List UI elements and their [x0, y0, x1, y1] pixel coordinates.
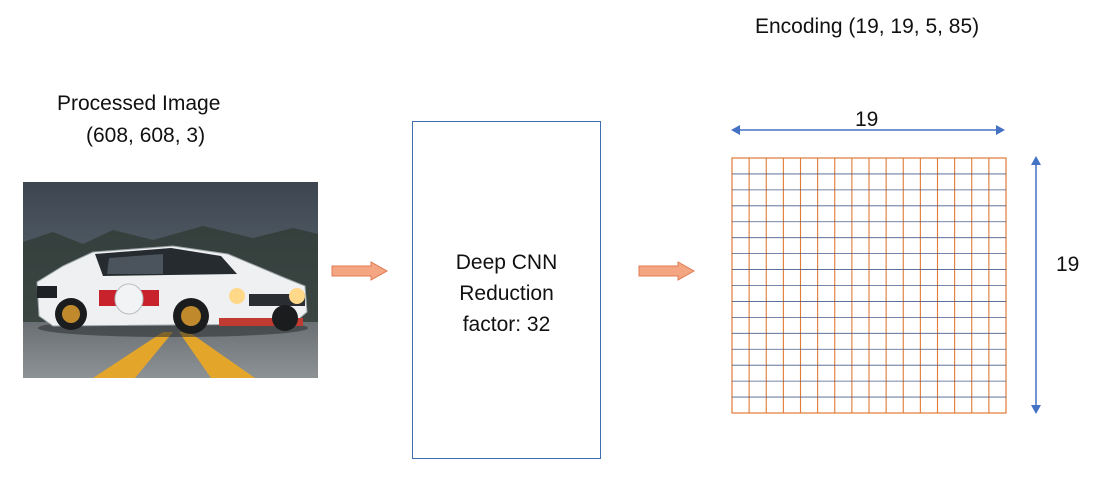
processed-image-shape-label: (608, 608, 3) [86, 124, 206, 147]
block-arrow-right-icon [331, 261, 389, 281]
cnn-line-3: factor: 32 [462, 313, 551, 336]
arrow-shape [331, 261, 389, 281]
encoding-grid [731, 157, 1007, 414]
processed-image-label: Processed Image [57, 92, 221, 115]
processed-image [23, 182, 318, 378]
height-dimension-label: 19 [1056, 253, 1080, 276]
arrow-shape [638, 261, 696, 281]
race-car-photo-icon [23, 182, 318, 378]
width-dimension-arrow-icon [731, 125, 1005, 135]
encoding-title: Encoding (19, 19, 5, 85) [755, 15, 980, 38]
cnn-line-2: Reduction [459, 282, 554, 305]
deep-cnn-text: Deep CNN Reduction factor: 32 [413, 247, 600, 340]
cnn-line-1: Deep CNN [455, 251, 558, 274]
width-dimension-label: 19 [855, 108, 879, 131]
block-arrow-right-icon [638, 261, 696, 281]
height-dimension-arrow-icon [1031, 156, 1041, 414]
deep-cnn-box: Deep CNN Reduction factor: 32 [412, 121, 601, 459]
